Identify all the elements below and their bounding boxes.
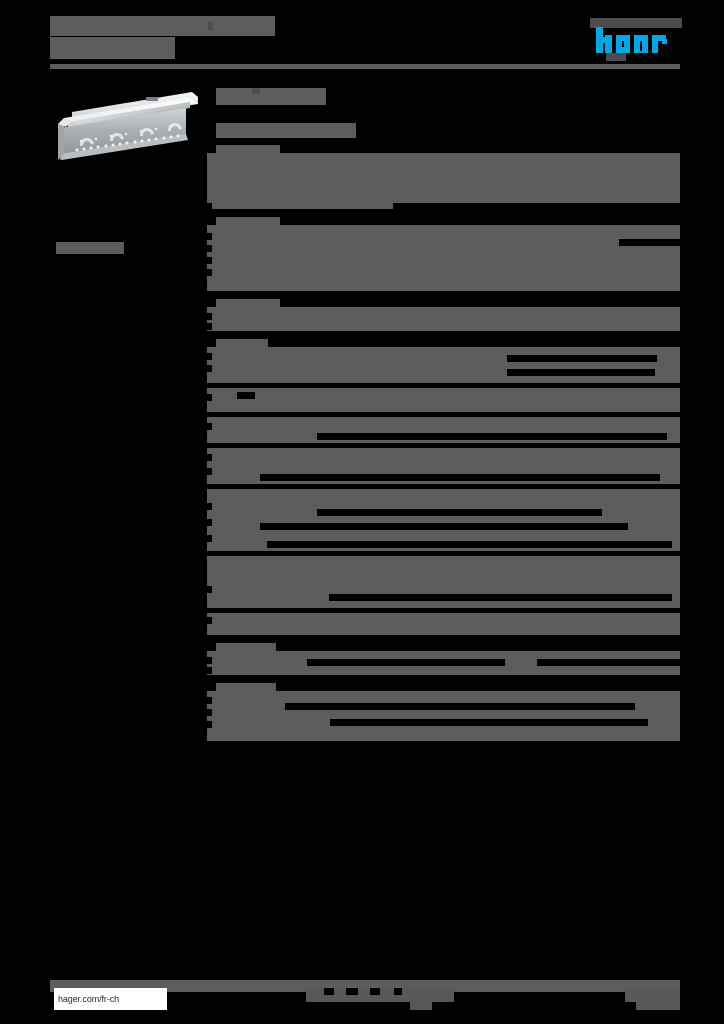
- footer-knockout-2: [346, 988, 358, 995]
- hager-logo[interactable]: hager: [596, 27, 674, 53]
- table-cell-knockout: [537, 659, 680, 666]
- table-cell-knockout: [393, 203, 724, 210]
- table-row-gutter-tick: [207, 657, 212, 664]
- table-row-gutter-tick: [207, 353, 212, 360]
- table-row-gutter-tick: [207, 519, 212, 526]
- footer-divider: [50, 980, 680, 992]
- page-title: [50, 16, 275, 59]
- table-row-gutter-tick: [207, 586, 212, 593]
- table-row-gutter-tick: [207, 323, 212, 330]
- table-row-gap: [207, 383, 680, 388]
- table-row: [207, 339, 680, 383]
- footer-knockout-3: [370, 988, 380, 995]
- table-row-gutter-tick: [207, 535, 212, 542]
- footer-url-label: hager.com/fr-ch: [58, 994, 120, 1004]
- table-row-label-chip: [216, 145, 280, 153]
- page-title-line-2: [50, 37, 175, 59]
- header-divider: [50, 64, 680, 69]
- table-row-label-chip: [216, 643, 276, 651]
- table-row-gap: [207, 412, 680, 417]
- table-row-gap: [207, 484, 680, 489]
- table-cell-knockout: [507, 369, 655, 376]
- section-heading-accent: [252, 88, 260, 94]
- footer-center-tail: [410, 1000, 432, 1010]
- logo-redaction-upper: [590, 18, 682, 28]
- table-cell-knockout: [260, 474, 660, 481]
- table-row-gutter-tick: [207, 203, 212, 210]
- footer-knockout-1: [324, 988, 334, 995]
- table-row: [207, 556, 680, 608]
- table-row-gutter-tick: [207, 211, 212, 218]
- table-cell-knockout: [507, 355, 657, 362]
- table-row: [207, 417, 680, 443]
- table-row-gap: [207, 331, 680, 339]
- left-section-label: [56, 242, 124, 254]
- table-cell-knockout: [329, 594, 672, 601]
- table-row-gutter-tick: [207, 245, 212, 252]
- table-cell-knockout: [307, 659, 505, 666]
- table-cell-knockout: [260, 523, 628, 530]
- table-row-gutter-tick: [207, 697, 212, 704]
- table-row-gap: [207, 551, 680, 556]
- table-row-gap: [207, 635, 680, 643]
- footer-knockout-4: [394, 988, 402, 995]
- page-title-line-1: [50, 16, 275, 36]
- logo-redaction-lower: [606, 53, 626, 61]
- table-row-gutter-tick: [207, 503, 212, 510]
- section-subtitle: [216, 123, 356, 138]
- table-row-gutter-tick: [207, 423, 212, 430]
- table-row-label-chip: [216, 683, 276, 691]
- table-row-label-chip: [216, 217, 280, 225]
- page-footer: [0, 978, 724, 1024]
- table-row-gap: [207, 209, 680, 217]
- table-row: [207, 145, 724, 218]
- table-row: [207, 489, 680, 551]
- table-row: [207, 683, 680, 741]
- footer-url-button[interactable]: hager.com/fr-ch: [54, 988, 167, 1010]
- table-cell-knockout: [267, 541, 672, 548]
- table-row-gutter-tick: [207, 394, 212, 401]
- table-cell-knockout: [237, 392, 255, 399]
- table-row-gutter-tick: [207, 365, 212, 372]
- table-row-label-chip: [216, 339, 268, 347]
- table-row-label-chip: [216, 299, 280, 307]
- table-row-gutter-tick: [207, 454, 212, 461]
- specification-table: [207, 145, 724, 741]
- table-row-gutter-tick: [207, 313, 212, 320]
- table-row-gap: [207, 608, 680, 613]
- table-row: [207, 643, 680, 675]
- footer-right-text-line2: [636, 1002, 680, 1010]
- table-row-gutter-tick: [207, 468, 212, 475]
- table-row-gutter-tick: [207, 269, 212, 276]
- table-row-gap: [207, 675, 680, 683]
- table-row: [207, 448, 680, 484]
- table-row-gutter-tick: [207, 233, 212, 240]
- table-row-gap: [207, 291, 680, 299]
- product-photo: metal-cable-tray-din-rail-perforated: [50, 88, 200, 170]
- section-heading: [216, 88, 326, 105]
- table-row-gutter-tick: [207, 721, 212, 728]
- table-row: [207, 217, 724, 291]
- right-column: [207, 88, 724, 741]
- table-cell-knockout: [619, 239, 724, 246]
- table-row-gutter-tick: [207, 617, 212, 624]
- table-row: [207, 299, 680, 331]
- table-row: [207, 613, 680, 635]
- table-cell-knockout: [330, 719, 648, 726]
- table-cell-knockout: [317, 509, 602, 516]
- table-cell-knockout: [317, 433, 667, 440]
- table-cell-knockout: [285, 703, 635, 710]
- table-row-gutter-tick: [207, 257, 212, 264]
- footer-right-text: [625, 988, 680, 1002]
- left-column: metal-cable-tray-din-rail-perforated: [50, 88, 200, 170]
- table-row-gutter-tick: [207, 667, 212, 674]
- footer-center-text: [306, 988, 454, 1002]
- page-header: hager: [0, 0, 724, 80]
- title-accent-mark: [208, 22, 213, 31]
- table-row: [207, 388, 680, 412]
- table-row-gap: [207, 443, 680, 448]
- table-row-gutter-tick: [207, 709, 212, 716]
